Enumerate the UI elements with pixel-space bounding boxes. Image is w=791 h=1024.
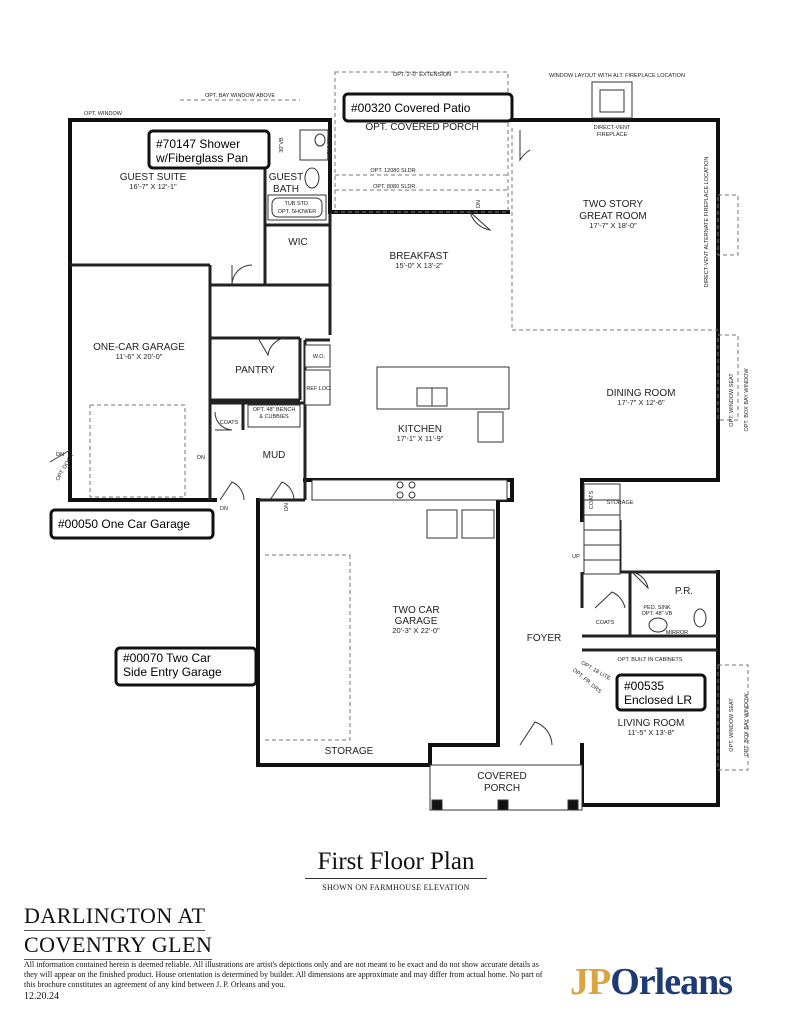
note-ped-sink: PED. SINK [643, 605, 671, 611]
note-opt-window-seat-living: OPT. WINDOW SEAT [729, 698, 735, 752]
covered-porch-label-1: COVERED [477, 771, 526, 782]
dining-room-dim: 17'-7" X 12'-6" [617, 398, 665, 407]
logo-orleans: Orleans [610, 961, 733, 1003]
community-line-2: COVENTRY GLEN [24, 931, 213, 960]
foyer-label: FOYER [527, 633, 561, 644]
guest-bath-label-1: GUEST [269, 172, 303, 183]
great-room-label-1: TWO STORY [583, 199, 644, 210]
note-opt-12080: OPT. 12080 SLDR [370, 168, 415, 174]
note-coats-foyer: COATS [596, 620, 615, 626]
note-dn-side: DN [56, 452, 64, 458]
breakfast-dim: 15'-0" X 13'-2" [395, 261, 443, 270]
note-mirror: MIRROR [325, 137, 331, 159]
pantry-label: PANTRY [235, 365, 275, 376]
plan-title: First Floor Plan [305, 848, 487, 879]
note-tub-std: TUB STD. [284, 201, 310, 207]
callout-shower-text-1: #70147 Shower [156, 137, 240, 151]
great-room-dim: 17'-7" X 18'-0" [589, 221, 637, 230]
dashed-outlines [89, 71, 749, 771]
guest-suite-label: GUEST SUITE [120, 172, 187, 183]
breakfast-label: BREAKFAST [390, 251, 449, 262]
two-car-garage-label-1: TWO CAR [392, 605, 439, 616]
callout-shower-text-2: w/Fiberglass Pan [155, 151, 248, 165]
note-dn-patio: DN [476, 200, 482, 208]
note-opt-bench-1: OPT. 48" BENCH [253, 407, 296, 413]
note-coats-stair: COATS [589, 490, 595, 509]
jp-orleans-logo: JPOrleans [570, 960, 733, 1004]
fixtures [247, 81, 707, 811]
mud-label: MUD [263, 450, 286, 461]
kitchen-dim: 17'-1" X 11'-9" [397, 434, 444, 443]
callout-two-car-text-1: #00070 Two Car [123, 651, 211, 665]
note-alt-fireplace: DIRECT-VENT ALTERNATE FIREPLACE LOCATION [704, 157, 710, 288]
note-coats-mud: COATS [220, 420, 239, 426]
pr-label: P.R. [675, 586, 693, 597]
one-car-garage-label: ONE-CAR GARAGE [93, 342, 185, 353]
disclaimer: All information contained herein is deem… [24, 960, 543, 989]
plan-subtitle: SHOWN ON FARMHOUSE ELEVATION [322, 883, 470, 892]
guest-suite-dim: 16'-7" X 12'-1" [129, 182, 177, 191]
note-dn-two-car: DN [284, 503, 290, 511]
community-name: DARLINGTON AT COVENTRY GLEN [24, 902, 213, 960]
note-ref-loc: REF LOC. [306, 386, 332, 392]
guest-bath-label-2: BATH [273, 184, 299, 195]
note-mirror-pr: MIRROR [666, 630, 688, 636]
callout-two-car-garage: #00070 Two Car Side Entry Garage [114, 646, 258, 687]
callout-enclosed-lr: #00535 Enclosed LR [615, 673, 707, 712]
note-direct-vent: DIRECT-VENT [594, 125, 631, 131]
logo-jp: JP [570, 961, 611, 1003]
plan-title-block: First Floor Plan SHOWN ON FARMHOUSE ELEV… [305, 848, 487, 892]
great-room-label-2: GREAT ROOM [579, 211, 646, 222]
two-car-garage-label-2: GARAGE [395, 616, 438, 627]
callout-one-car-garage-text: #00050 One Car Garage [58, 517, 190, 531]
note-opt-bay-window: OPT. BAY WINDOW ABOVE [205, 93, 275, 99]
note-opt-window-seat-dining: OPT. WINDOW SEAT [729, 373, 735, 427]
community-line-1: DARLINGTON AT [24, 902, 206, 931]
living-room-dim: 11'-5" X 13'-8" [628, 728, 675, 737]
note-window-layout: WINDOW LAYOUT WITH ALT. FIREPLACE LOCATI… [549, 73, 685, 79]
revision-date: 12.20.24 [24, 991, 59, 1002]
callout-one-car-garage: #00050 One Car Garage [49, 508, 215, 540]
callout-shower: #70147 Shower w/Fiberglass Pan [147, 129, 271, 170]
note-opt-built-in: OPT. BUILT IN CABINETS [618, 657, 683, 663]
interior-walls [70, 130, 718, 652]
two-car-garage-dim: 20'-3" X 22'-0" [392, 626, 440, 635]
callout-covered-patio-text: #00320 Covered Patio [351, 101, 471, 115]
opt-covered-porch-label: OPT. COVERED PORCH [365, 122, 478, 133]
note-opt-window: OPT. WINDOW [84, 111, 123, 117]
note-storage-small: STORAGE [607, 500, 634, 506]
note-opt-bench-2: & CUBBIES [259, 414, 289, 420]
note-wo: W.O. [313, 354, 326, 360]
kitchen-label: KITCHEN [398, 424, 442, 435]
living-room-label: LIVING ROOM [618, 718, 685, 729]
callout-enclosed-text-2: Enclosed LR [624, 693, 692, 707]
note-opt-8080: OPT. 8080 SLDR. [373, 184, 417, 190]
note-opt-box-bay-dining: OPT. BOX BAY WINDOW [744, 368, 750, 432]
wic-label: WIC [288, 237, 307, 248]
covered-porch-label-2: PORCH [484, 783, 520, 794]
dining-room-label: DINING ROOM [607, 388, 676, 399]
note-opt-48-vb: OPT. 48" VB [642, 611, 673, 617]
note-opt-box-bay-living: OPT. BOX BAY WINDOW [744, 693, 750, 757]
note-opt-shower: OPT. SHOWER [278, 209, 317, 215]
callout-two-car-text-2: Side Entry Garage [123, 665, 222, 679]
note-up: UP [572, 554, 580, 560]
doors [49, 130, 649, 746]
floor-plan: GUEST SUITE 16'-7" X 12'-1" GUEST BATH W… [49, 71, 750, 811]
note-dn-garage: DN [220, 506, 228, 512]
note-opt-extension: OPT. 2'-0" EXTENSION [393, 72, 451, 78]
note-fireplace: FIREPLACE [597, 132, 628, 138]
note-30vb: 30"VB [279, 137, 285, 153]
callout-enclosed-text-1: #00535 [624, 679, 664, 693]
storage-label: STORAGE [325, 746, 374, 757]
one-car-garage-dim: 11'-6" X 20'-0" [116, 352, 163, 361]
callout-covered-patio: #00320 Covered Patio [342, 92, 514, 123]
note-dn-mud: DN [197, 455, 205, 461]
